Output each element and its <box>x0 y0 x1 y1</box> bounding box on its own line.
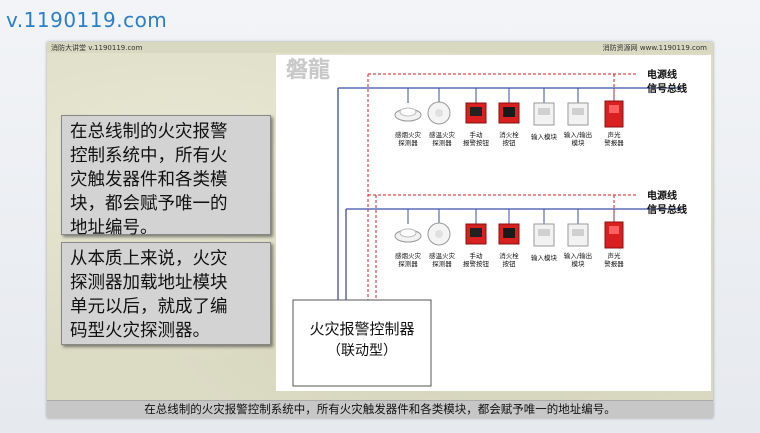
slide: 消防大讲堂 v.1190119.com 消防资源网 www.1190119.co… <box>47 42 713 418</box>
io-module-icon <box>567 102 589 126</box>
devices-row-2 <box>394 221 624 249</box>
device-label: 消火栓 <box>499 251 519 260</box>
device-label: 警报器 <box>604 138 624 147</box>
controller-title: 火灾报警控制器 <box>309 320 414 338</box>
text-line: 单元以后，就成了编 <box>70 297 228 317</box>
site-url[interactable]: v.1190119.com <box>6 8 168 32</box>
device-label: 感温火灾 <box>429 251 456 260</box>
labels-row-2: 感烟火灾 探测器 感温火灾 探测器 手动 报警按钮 消火栓 按钮 输入模块 输入… <box>395 251 624 268</box>
text-line: 在总线制的火灾报警 <box>70 122 228 142</box>
device-label: 探测器 <box>432 138 452 147</box>
heat-detector-icon <box>427 101 451 125</box>
signal-bus-label: 信号总线 <box>647 203 687 216</box>
labels-row-1: 感烟火灾 探测器 感温火灾 探测器 手动 报警按钮 消火栓 按钮 输入模块 输入… <box>395 130 624 147</box>
watermark-text: 磐龍 <box>286 57 330 83</box>
input-module-icon <box>533 223 555 247</box>
power-line-label: 电源线 <box>647 189 677 202</box>
device-label: 模块 <box>572 259 586 268</box>
hydrant-button-icon <box>498 223 520 245</box>
device-label: 输入/输出 <box>564 130 592 139</box>
io-module-icon <box>567 223 589 247</box>
fire-alarm-controller: 火灾报警控制器 （联动型） <box>292 299 432 387</box>
device-label: 感烟火灾 <box>395 251 422 260</box>
header-left-text: 消防大讲堂 v.1190119.com <box>51 44 143 52</box>
smoke-detector-icon <box>394 107 422 122</box>
text-line: 块，都会赋予唯一的 <box>70 194 228 214</box>
wiring-diagram-svg: 磐龍 电源线 信号总线 <box>286 57 687 387</box>
controller-subtitle: （联动型） <box>327 343 397 359</box>
bus-row-1: 电源线 信号总线 <box>337 68 687 300</box>
text-line: 从本质上来说，火灾 <box>70 249 228 269</box>
manual-alarm-button-icon <box>465 102 487 124</box>
device-label: 按钮 <box>503 138 517 147</box>
device-label: 探测器 <box>398 259 418 268</box>
device-label: 探测器 <box>432 259 452 268</box>
sounder-strobe-icon <box>604 221 624 249</box>
heat-detector-icon <box>427 222 451 246</box>
text-box-addressing: 在总线制的火灾报警 控制系统中，所有火 灾触发器件和各类模 块，都会赋予唯一的 … <box>61 115 271 238</box>
input-module-icon <box>533 102 555 126</box>
device-label: 输入/输出 <box>564 251 592 260</box>
caption-bar: 在总线制的火灾报警控制系统中，所有火灾触发器件和各类模块，都会赋予唯一的地址编号… <box>47 400 713 418</box>
smoke-detector-icon <box>394 228 422 243</box>
text-line: 地址编号。 <box>70 218 158 238</box>
device-label: 报警按钮 <box>463 138 490 147</box>
slide-header: 消防大讲堂 v.1190119.com 消防资源网 www.1190119.co… <box>47 42 713 53</box>
device-label: 手动 <box>470 130 484 139</box>
device-label: 感温火灾 <box>429 130 456 139</box>
text-box-coded-detector: 从本质上来说，火灾 探测器加载地址模块 单元以后，就成了编 码型火灾探测器。 <box>61 242 271 345</box>
device-label: 按钮 <box>503 259 517 268</box>
device-label: 感烟火灾 <box>395 130 422 139</box>
power-line-label: 电源线 <box>647 68 677 81</box>
device-label: 声光 <box>608 130 622 139</box>
text-line: 探测器加载地址模块 <box>70 273 228 293</box>
device-label: 声光 <box>608 251 622 260</box>
device-label: 输入模块 <box>531 253 558 262</box>
manual-alarm-button-icon <box>465 223 487 245</box>
text-line: 码型火灾探测器。 <box>70 321 210 341</box>
device-label: 模块 <box>572 138 586 147</box>
device-label: 手动 <box>470 251 484 260</box>
device-label: 消火栓 <box>499 130 519 139</box>
text-line: 控制系统中，所有火 <box>70 146 228 166</box>
wiring-diagram: 磐龍 电源线 信号总线 <box>276 55 711 391</box>
sounder-strobe-icon <box>604 100 624 128</box>
device-label: 探测器 <box>398 138 418 147</box>
device-label: 警报器 <box>604 259 624 268</box>
text-line: 灾触发器件和各类模 <box>70 170 228 190</box>
hydrant-button-icon <box>498 102 520 124</box>
devices-row-1 <box>394 100 624 128</box>
device-label: 报警按钮 <box>463 259 490 268</box>
header-right-text: 消防资源网 www.1190119.com <box>602 44 707 52</box>
signal-bus-label: 信号总线 <box>647 82 687 95</box>
device-label: 输入模块 <box>531 132 558 141</box>
